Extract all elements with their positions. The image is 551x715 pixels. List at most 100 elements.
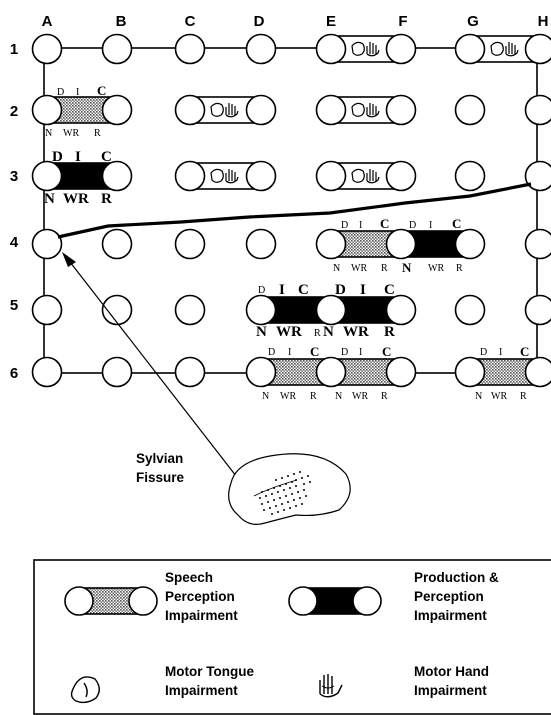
- label-r-g6: R: [520, 391, 527, 402]
- label-wr-d5: WR: [276, 324, 302, 340]
- column-label-c: C: [185, 13, 196, 30]
- label-n-g6: N: [475, 391, 482, 402]
- electrode-c5: [176, 296, 205, 325]
- electrode-g1: [456, 35, 485, 64]
- label-d-e5: D: [335, 282, 346, 298]
- electrode-d3: [247, 162, 276, 191]
- electrode-b3: [103, 162, 132, 191]
- label-d-a2: D: [57, 87, 64, 98]
- label-n-e6: N: [335, 391, 342, 402]
- electrode-f5: [387, 296, 416, 325]
- label-r-e6: R: [381, 391, 388, 402]
- column-label-h: H: [538, 13, 549, 30]
- row-label-6: 6: [10, 365, 18, 382]
- electrode-d6: [247, 358, 276, 387]
- legend-tongue-line2: Impairment: [165, 683, 238, 698]
- label-n-a3: N: [44, 191, 55, 207]
- electrode-d5: [247, 296, 276, 325]
- label-r-e4: R: [381, 263, 388, 274]
- label-n-a2: N: [45, 128, 52, 139]
- label-n-d6: N: [262, 391, 269, 402]
- legend-production-line1: Production &: [414, 570, 499, 585]
- electrode-b4: [103, 230, 132, 259]
- label-d-d6: D: [268, 347, 275, 358]
- electrode-d1: [247, 35, 276, 64]
- electrode-a5: [33, 296, 62, 325]
- electrode-e1: [317, 35, 346, 64]
- legend-hand-icon: [320, 674, 342, 697]
- electrode-e2: [317, 96, 346, 125]
- electrode-b6: [103, 358, 132, 387]
- label-c-e4: C: [380, 216, 389, 231]
- label-d-d5: D: [258, 285, 265, 296]
- label-d-g6: D: [480, 347, 487, 358]
- legend-tongue-icon: [72, 677, 100, 702]
- legend-hand-line2: Impairment: [414, 683, 487, 698]
- brain-outline: [229, 454, 351, 525]
- electrode-g6: [456, 358, 485, 387]
- label-i-e5: I: [360, 282, 366, 298]
- electrode-a2: [33, 96, 62, 125]
- label-c-g6: C: [520, 344, 529, 359]
- label-r-d6: R: [310, 391, 317, 402]
- electrode-h4: [526, 230, 551, 259]
- label-i-d5: I: [279, 282, 285, 298]
- electrode-f1: [387, 35, 416, 64]
- legend-hand-line1: Motor Hand: [414, 664, 489, 679]
- electrode-g3: [456, 162, 485, 191]
- label-n-f4: N: [402, 260, 412, 275]
- label-d-f4: D: [409, 220, 416, 231]
- electrode-c4: [176, 230, 205, 259]
- label-r-f4: R: [456, 263, 463, 274]
- label-c-f4: C: [452, 216, 461, 231]
- electrode-a1: [33, 35, 62, 64]
- label-c-e5: C: [384, 282, 395, 298]
- label-c-a2: C: [97, 83, 106, 98]
- label-i-e6: I: [359, 347, 362, 358]
- electrode-d4: [247, 230, 276, 259]
- label-i-a3: I: [75, 149, 81, 165]
- electrode-d2: [247, 96, 276, 125]
- label-r-e5: R: [384, 324, 395, 340]
- legend-speech-swatch: [65, 587, 157, 615]
- legend-production-line3: Impairment: [414, 608, 487, 623]
- electrode-f4: [387, 230, 416, 259]
- electrode-a6: [33, 358, 62, 387]
- label-i-a2: I: [76, 87, 79, 98]
- electrode-g5: [456, 296, 485, 325]
- electrode-h1: [526, 35, 551, 64]
- electrode-e4: [317, 230, 346, 259]
- label-c-e6: C: [382, 344, 391, 359]
- electrode-h5: [526, 296, 551, 325]
- column-label-d: D: [254, 13, 265, 30]
- label-i-e4: I: [359, 220, 362, 231]
- row-label-5: 5: [10, 297, 18, 314]
- label-c-d6: C: [310, 344, 319, 359]
- label-wr-d6: WR: [280, 391, 296, 402]
- label-n-d5: N: [256, 324, 267, 340]
- electrode-c6: [176, 358, 205, 387]
- row-label-2: 2: [10, 103, 18, 120]
- label-wr-a2: WR: [63, 128, 79, 139]
- label-r-a3: R: [101, 191, 112, 207]
- electrode-g4: [456, 230, 485, 259]
- electrode-h6: [526, 358, 551, 387]
- column-label-b: B: [116, 13, 127, 30]
- legend-speech-line3: Impairment: [165, 608, 238, 623]
- row-label-1: 1: [10, 41, 18, 58]
- sylvian-label-line2: Fissure: [136, 470, 185, 485]
- electrode-a3: [33, 162, 62, 191]
- label-r-a2: R: [94, 128, 101, 139]
- electrode-b1: [103, 35, 132, 64]
- label-n-e4: N: [333, 263, 340, 274]
- electrode-h2: [526, 96, 551, 125]
- label-wr-a3: WR: [63, 191, 89, 207]
- label-c-d5: C: [298, 282, 309, 298]
- label-wr-g6: WR: [491, 391, 507, 402]
- label-i-g6: I: [499, 347, 502, 358]
- label-n-e5: N: [323, 324, 334, 340]
- electrode-f2: [387, 96, 416, 125]
- label-wr-e4: WR: [351, 263, 367, 274]
- legend-speech-line2: Perception: [165, 589, 235, 604]
